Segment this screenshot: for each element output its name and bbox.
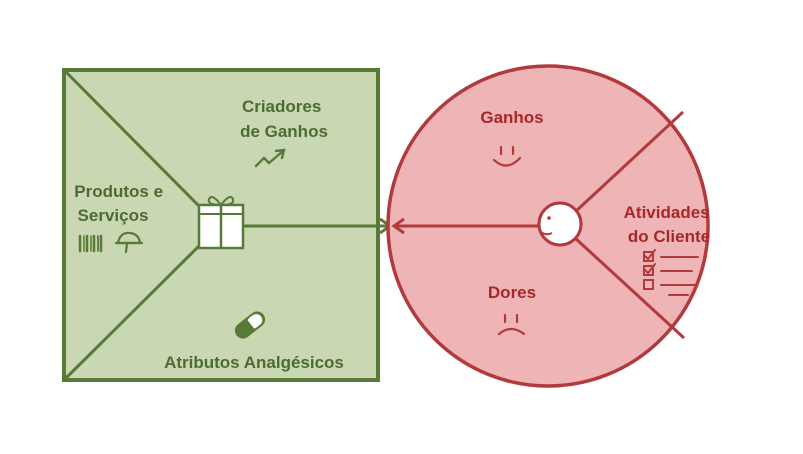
gain-creators-line-1: Criadores: [242, 97, 321, 116]
value-map: Criadores de Ganhos Produtos e Serviços: [62, 68, 393, 382]
value-map-divider-bottom: [62, 243, 202, 382]
connector-arrowhead-left: [391, 217, 405, 235]
customer-profile-divider-upper: [573, 110, 685, 214]
smiley-face-icon: [492, 145, 522, 167]
customer-jobs-label: Atividades do Cliente: [624, 203, 715, 246]
gains-label: Ganhos: [480, 108, 543, 127]
customer-profile: Ganhos Atividades do Cliente Dores: [386, 64, 715, 388]
gift-box-icon: [197, 196, 245, 250]
cap-icon: [114, 231, 144, 254]
gain-creators-line-2: de Ganhos: [240, 122, 328, 141]
pains-label: Dores: [488, 283, 536, 302]
products-services-line-2: Serviços: [78, 206, 149, 225]
pill-icon: [234, 311, 266, 339]
customer-jobs-line-2: do Cliente: [628, 227, 710, 246]
sad-face-icon: [497, 313, 526, 336]
barcode-icon: [78, 234, 103, 253]
customer-jobs-line-1: Atividades: [624, 203, 710, 222]
pain-relievers-label: Atributos Analgésicos: [164, 353, 344, 372]
products-services-line-1: Produtos e: [74, 182, 163, 201]
products-services-label: Produtos e Serviços: [74, 182, 168, 225]
gain-creators-label: Criadores de Ganhos: [240, 97, 328, 141]
checklist-icon: [643, 249, 699, 296]
customer-head-icon: [537, 201, 583, 247]
trend-up-arrow-icon: [254, 148, 286, 168]
customer-profile-divider-lower: [573, 236, 686, 340]
value-map-divider-top: [62, 68, 202, 209]
